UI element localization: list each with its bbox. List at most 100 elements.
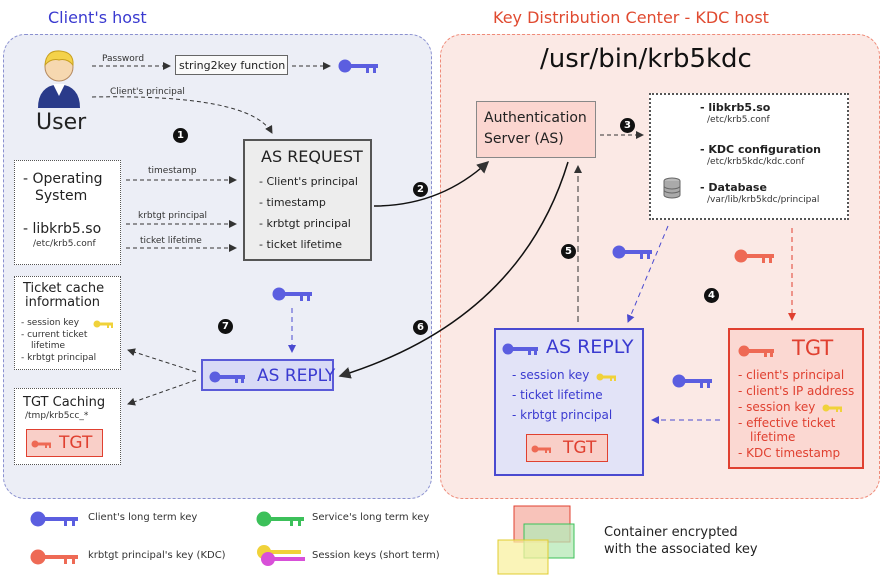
tgt-kdc-title: TGT [792,336,834,360]
as-request-title: AS REQUEST [261,147,363,166]
legend-client-key-icon [30,511,78,527]
as-line1: Authentication [484,110,587,126]
as-reply-kdc-item: - ticket lifetime [512,388,603,402]
authentication-server-box: Authentication Server (AS) [476,101,596,158]
os-lib-path: /etc/krb5.conf [33,239,96,249]
as-request-item: - timestamp [259,196,326,209]
kdc-db: - Database [700,181,767,194]
as-line2: Server (AS) [484,131,564,147]
as-request-box: AS REQUEST - Client's principal - timest… [243,139,372,261]
os-line2: System [35,188,88,204]
database-icon [663,177,681,199]
client-principal-arrow [91,96,273,134]
as-reply-kdc-item: - session key [512,368,590,382]
user-label: User [36,110,87,135]
kdc-config: - KDC configuration [700,143,821,156]
client-key-icon [672,374,712,388]
string2key-box: string2key function [175,55,288,75]
krbtgt-principal-label: krbtgt principal [138,211,208,221]
step-6-marker: 6 [413,320,428,335]
as-reply-client-box: AS REPLY [201,359,336,391]
legend-service-key: Service's long term key [312,512,430,523]
ticket-cache-title1: Ticket cache [23,281,105,296]
tgt-cache-label: TGT [59,433,93,453]
kdc-lib: - libkrb5.so [700,101,771,114]
tgt-kdc-item: - KDC timestamp [738,446,841,460]
krbtgt-key-icon [531,445,551,453]
string2key-label: string2key function [179,59,286,72]
client-key-icon [612,245,652,259]
kdc-lib-path: /etc/krb5.conf [707,115,770,125]
client-key-icon [502,343,538,355]
kdc-host-title: Key Distribution Center - KDC host [493,8,769,27]
client-key-to-reply-arrow [627,225,669,323]
kdc-config-path: /etc/krb5kdc/kdc.conf [707,157,805,167]
as-reply-tgt-container: TGT [526,434,608,462]
step-2-marker: 2 [413,182,428,197]
legend-session-keys-icon [257,545,305,566]
legend-session-keys: Session keys (short term) [312,550,440,561]
tgt-kdc-item: - client's principal [738,368,845,382]
session-key-icon [822,404,842,412]
tgt-caching-title: TGT Caching [23,395,106,410]
as-request-item: - krbtgt principal [259,217,351,230]
as-request-arrow [373,160,490,207]
krbtgt-key-icon [738,345,774,357]
step-4-marker: 4 [704,288,719,303]
client-key-icon [209,371,245,383]
kdc-path-title: /usr/bin/krb5kdc [540,44,752,74]
as-reply-kdc-box: AS REPLY - session key - ticket lifetime… [494,328,644,476]
as-reply-kdc-item: - krbtgt principal [512,408,613,422]
tgt-kdc-item: - client's IP address [738,384,855,398]
legend-container-line2: with the associated key [604,542,758,557]
tgt-caching-box: TGT Caching /tmp/krb5cc_* TGT [14,388,121,465]
tgt-kdc-item: - effective ticket [738,416,836,430]
session-key-icon [596,373,616,381]
step-1-marker: 1 [173,128,188,143]
os-lib: - libkrb5.so [23,221,102,237]
to-tgt-cache-arrow [127,379,197,406]
krbtgt-key-icon [734,249,774,263]
session-key-icon [93,320,113,328]
tgt-caching-path: /tmp/krb5cc_* [25,411,89,421]
password-label: Password [102,54,145,64]
user-icon [38,50,80,108]
ticket-cache-item: - current ticket [21,330,88,340]
client-host-title: Client's host [48,8,147,27]
legend-client-key: Client's long term key [88,512,198,523]
step-7-marker: 7 [218,319,233,334]
legend-krbtgt-key-icon [30,549,78,565]
as-reply-kdc-title: AS REPLY [546,336,634,358]
ticket-cache-item: - krbtgt principal [21,353,97,363]
kdc-db-path: /var/lib/krb5kdc/principal [707,195,820,205]
legend-container-icon [497,505,575,575]
kdc-config-box: - libkrb5.so /etc/krb5.conf - KDC config… [649,93,849,220]
client-os-box: - Operating System - libkrb5.so /etc/krb… [14,160,121,265]
step-3-marker: 3 [620,118,635,133]
ticket-cache-item: lifetime [31,341,66,351]
tgt-kdc-box: TGT - client's principal - client's IP a… [728,328,864,469]
tgt-kdc-item: - session key [738,400,816,414]
to-ticket-cache-arrow [127,348,197,373]
krbtgt-key-icon [31,440,51,448]
step-5-marker: 5 [561,244,576,259]
legend-krbtgt-key: krbtgt principal's key (KDC) [88,550,226,561]
client-principal-label: Client's principal [110,87,185,97]
os-line1: - Operating [23,171,103,187]
tgt-cache-container: TGT [26,429,103,457]
as-request-item: - ticket lifetime [259,238,343,251]
client-key-icon [338,59,378,73]
ticket-lifetime-label: ticket lifetime [140,236,202,246]
timestamp-label: timestamp [148,166,197,176]
ticket-cache-item: - session key [21,318,80,328]
as-reply-client-label: AS REPLY [257,366,336,386]
ticket-cache-title2: information [25,295,101,310]
ticket-cache-box: Ticket cache information - session key -… [14,276,121,370]
legend-service-key-icon [256,511,304,527]
as-request-item: - Client's principal [259,175,358,188]
tgt-kdc-item: lifetime [750,430,796,444]
as-reply-tgt-label: TGT [563,438,597,458]
client-key-icon [272,287,312,301]
legend-container-line1: Container encrypted [604,525,738,540]
